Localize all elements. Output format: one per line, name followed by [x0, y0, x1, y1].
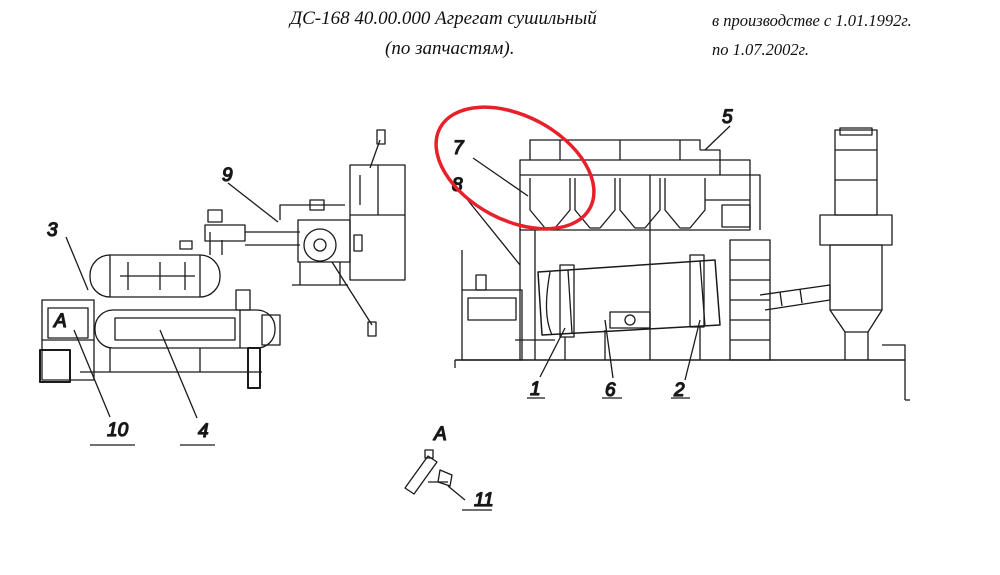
- callout-6: 6: [605, 380, 616, 401]
- production-start-date: в производстве с 1.01.1992г.: [712, 11, 912, 30]
- callout-7: 7: [453, 138, 465, 159]
- callout-9: 9: [222, 165, 233, 186]
- highlight-ellipse: [434, 105, 596, 231]
- view-label-a: A: [433, 424, 447, 445]
- right-assembly: [454, 127, 910, 401]
- callout-11: 11: [474, 490, 494, 511]
- left-assembly: [39, 129, 406, 389]
- right-leaders: [461, 125, 731, 399]
- production-end-date: по 1.07.2002г.: [712, 40, 809, 59]
- detail-view-a: [404, 449, 492, 511]
- callout-2: 2: [673, 380, 685, 401]
- left-leaders: [65, 182, 279, 446]
- drawing-subtitle: (по запчастям).: [385, 38, 515, 59]
- callout-10: 10: [107, 420, 129, 441]
- callout-4: 4: [198, 421, 209, 442]
- callout-1: 1: [530, 379, 541, 400]
- callout-3: 3: [47, 220, 58, 241]
- inner-label-a: A: [53, 311, 67, 332]
- callout-5: 5: [722, 107, 733, 128]
- drawing-title: ДС-168 40.00.000 Агрегат сушильный: [290, 8, 597, 29]
